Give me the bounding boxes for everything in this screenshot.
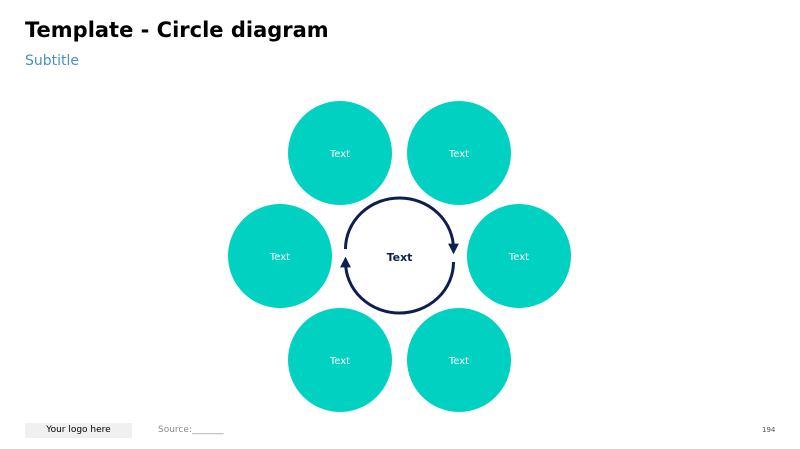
circle-node-bottom-left: Text — [288, 308, 392, 412]
circle-shape — [467, 204, 571, 308]
circle-label: Text — [448, 149, 469, 160]
circle-shape — [288, 308, 392, 412]
circle-shape — [228, 204, 332, 308]
center-label: Text — [387, 251, 413, 264]
circle-label: Text — [448, 356, 469, 367]
cycle-arrow-top — [344, 196, 459, 255]
circle-label: Text — [329, 356, 350, 367]
circle-label: Text — [329, 149, 350, 160]
page-title: Template - Circle diagram — [25, 18, 329, 42]
logo-placeholder: Your logo here — [25, 423, 132, 438]
circle-label: Text — [508, 252, 529, 263]
circle-node-top-right: Text — [407, 101, 511, 205]
circle-node-right: Text — [467, 204, 571, 308]
page-number: 194 — [762, 426, 776, 434]
circle-shape — [407, 101, 511, 205]
circle-shape — [288, 101, 392, 205]
page-subtitle: Subtitle — [25, 53, 80, 69]
source-note: Source:_______ — [158, 425, 224, 435]
cycle-arrow-bottom — [340, 256, 455, 315]
circle-label: Text — [269, 252, 290, 263]
circle-node-left: Text — [228, 204, 332, 308]
circle-shape — [407, 308, 511, 412]
circle-node-top-left: Text — [288, 101, 392, 205]
circle-node-bottom-right: Text — [407, 308, 511, 412]
